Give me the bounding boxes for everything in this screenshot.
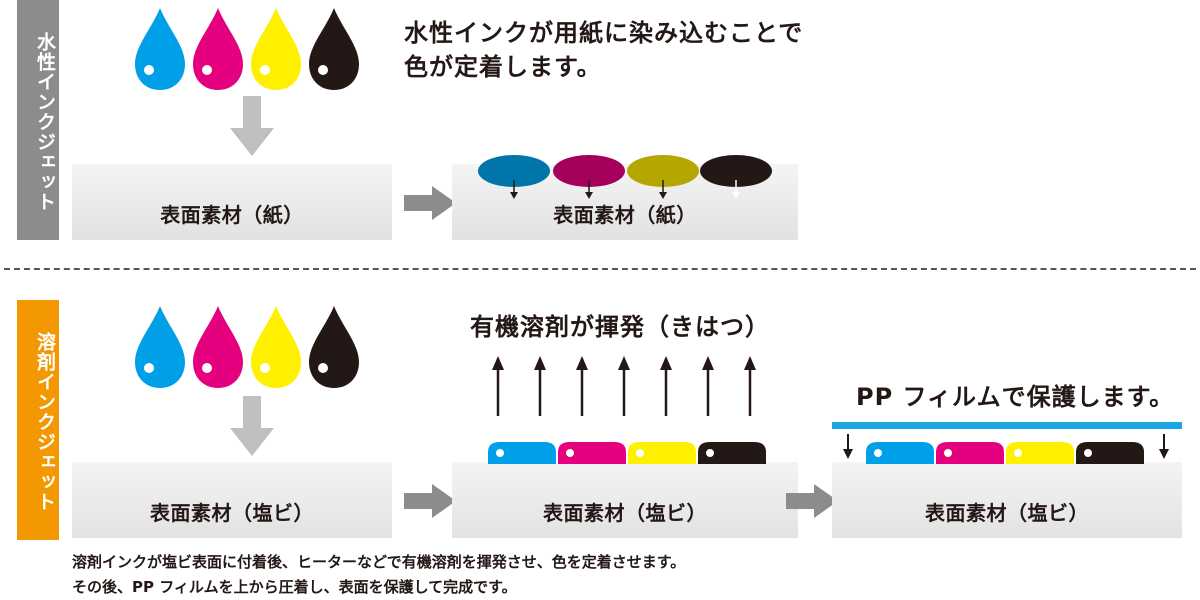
thin-up-arrow-icon (744, 356, 756, 416)
ink-drop-icon (251, 8, 301, 90)
absorbed-ink-yellow (627, 155, 699, 199)
thin-up-arrow-icon (618, 356, 630, 416)
ink-layer-protected (866, 442, 1144, 464)
vinyl-surface-before: 表面素材（塩ビ） (72, 462, 392, 538)
aqueous-ink-drops (135, 8, 359, 90)
aqueous-heading-line2: 色が定着します。 (404, 53, 602, 81)
thin-up-arrow-icon (660, 356, 672, 416)
vinyl-surface-evaporate: 表面素材（塩ビ） (452, 462, 798, 538)
solvent-ink-drops (135, 306, 359, 388)
aqueous-heading-line1: 水性インクが用紙に染み込むことで (404, 19, 804, 47)
ink-drop-icon (193, 8, 243, 90)
ink-drop-icon (309, 306, 359, 388)
ink-drop-icon (309, 8, 359, 90)
ink-drop-icon (251, 306, 301, 388)
absorbed-ink-magenta (553, 155, 625, 199)
ink-drop-icon (135, 8, 185, 90)
evaporation-label: 有機溶剤が揮発（きはつ） (470, 313, 770, 341)
surface-label: 表面素材（塩ビ） (543, 501, 707, 525)
aqueous-side-label: 水性インクジェット (17, 0, 59, 240)
gray-block-arrow-icon (786, 484, 838, 518)
note-line2: その後、PP フィルムを上から圧着し、表面を保護して完成です。 (72, 578, 517, 596)
evaporation-arrows (492, 356, 756, 416)
film-label: PP フィルムで保護します。 (856, 383, 1175, 411)
surface-label: 表面素材（紙） (160, 203, 304, 227)
absorbed-ink-cyan (478, 155, 550, 199)
ink-layer-evaporate (488, 442, 766, 464)
gray-block-arrow-icon (230, 396, 274, 456)
absorbed-ink-black (700, 155, 772, 199)
thin-up-arrow-icon (492, 356, 504, 416)
solvent-process-note: 溶剤インクが塩ビ表面に付着後、ヒーターなどで有機溶剤を揮発させ、色を定着させます… (72, 550, 685, 600)
paper-surface-before: 表面素材（紙） (72, 164, 392, 240)
ink-drop-icon (135, 306, 185, 388)
gray-block-arrow-icon (230, 96, 274, 156)
section-divider (4, 268, 1196, 270)
surface-label: 表面素材（塩ビ） (925, 501, 1089, 525)
vinyl-surface-protected: 表面素材（塩ビ） (832, 462, 1182, 538)
thin-up-arrow-icon (576, 356, 588, 416)
pp-film (832, 422, 1182, 429)
surface-label: 表面素材（紙） (553, 203, 697, 227)
note-line1: 溶剤インクが塩ビ表面に付着後、ヒーターなどで有機溶剤を揮発させ、色を定着させます… (72, 553, 686, 571)
thin-up-arrow-icon (534, 356, 546, 416)
absorbed-ink-dots (478, 155, 772, 199)
thin-down-arrow-icon (843, 434, 853, 459)
aqueous-heading: 水性インクが用紙に染み込むことで 色が定着します。 (404, 16, 803, 84)
press-arrows (843, 434, 1169, 459)
thin-up-arrow-icon (702, 356, 714, 416)
ink-drop-icon (193, 306, 243, 388)
solvent-side-label: 溶剤インクジェット (17, 300, 59, 540)
gray-block-arrow-icon (404, 484, 456, 518)
surface-label: 表面素材（塩ビ） (150, 501, 314, 525)
thin-down-arrow-icon (1159, 434, 1169, 459)
gray-block-arrow-icon (404, 186, 456, 220)
